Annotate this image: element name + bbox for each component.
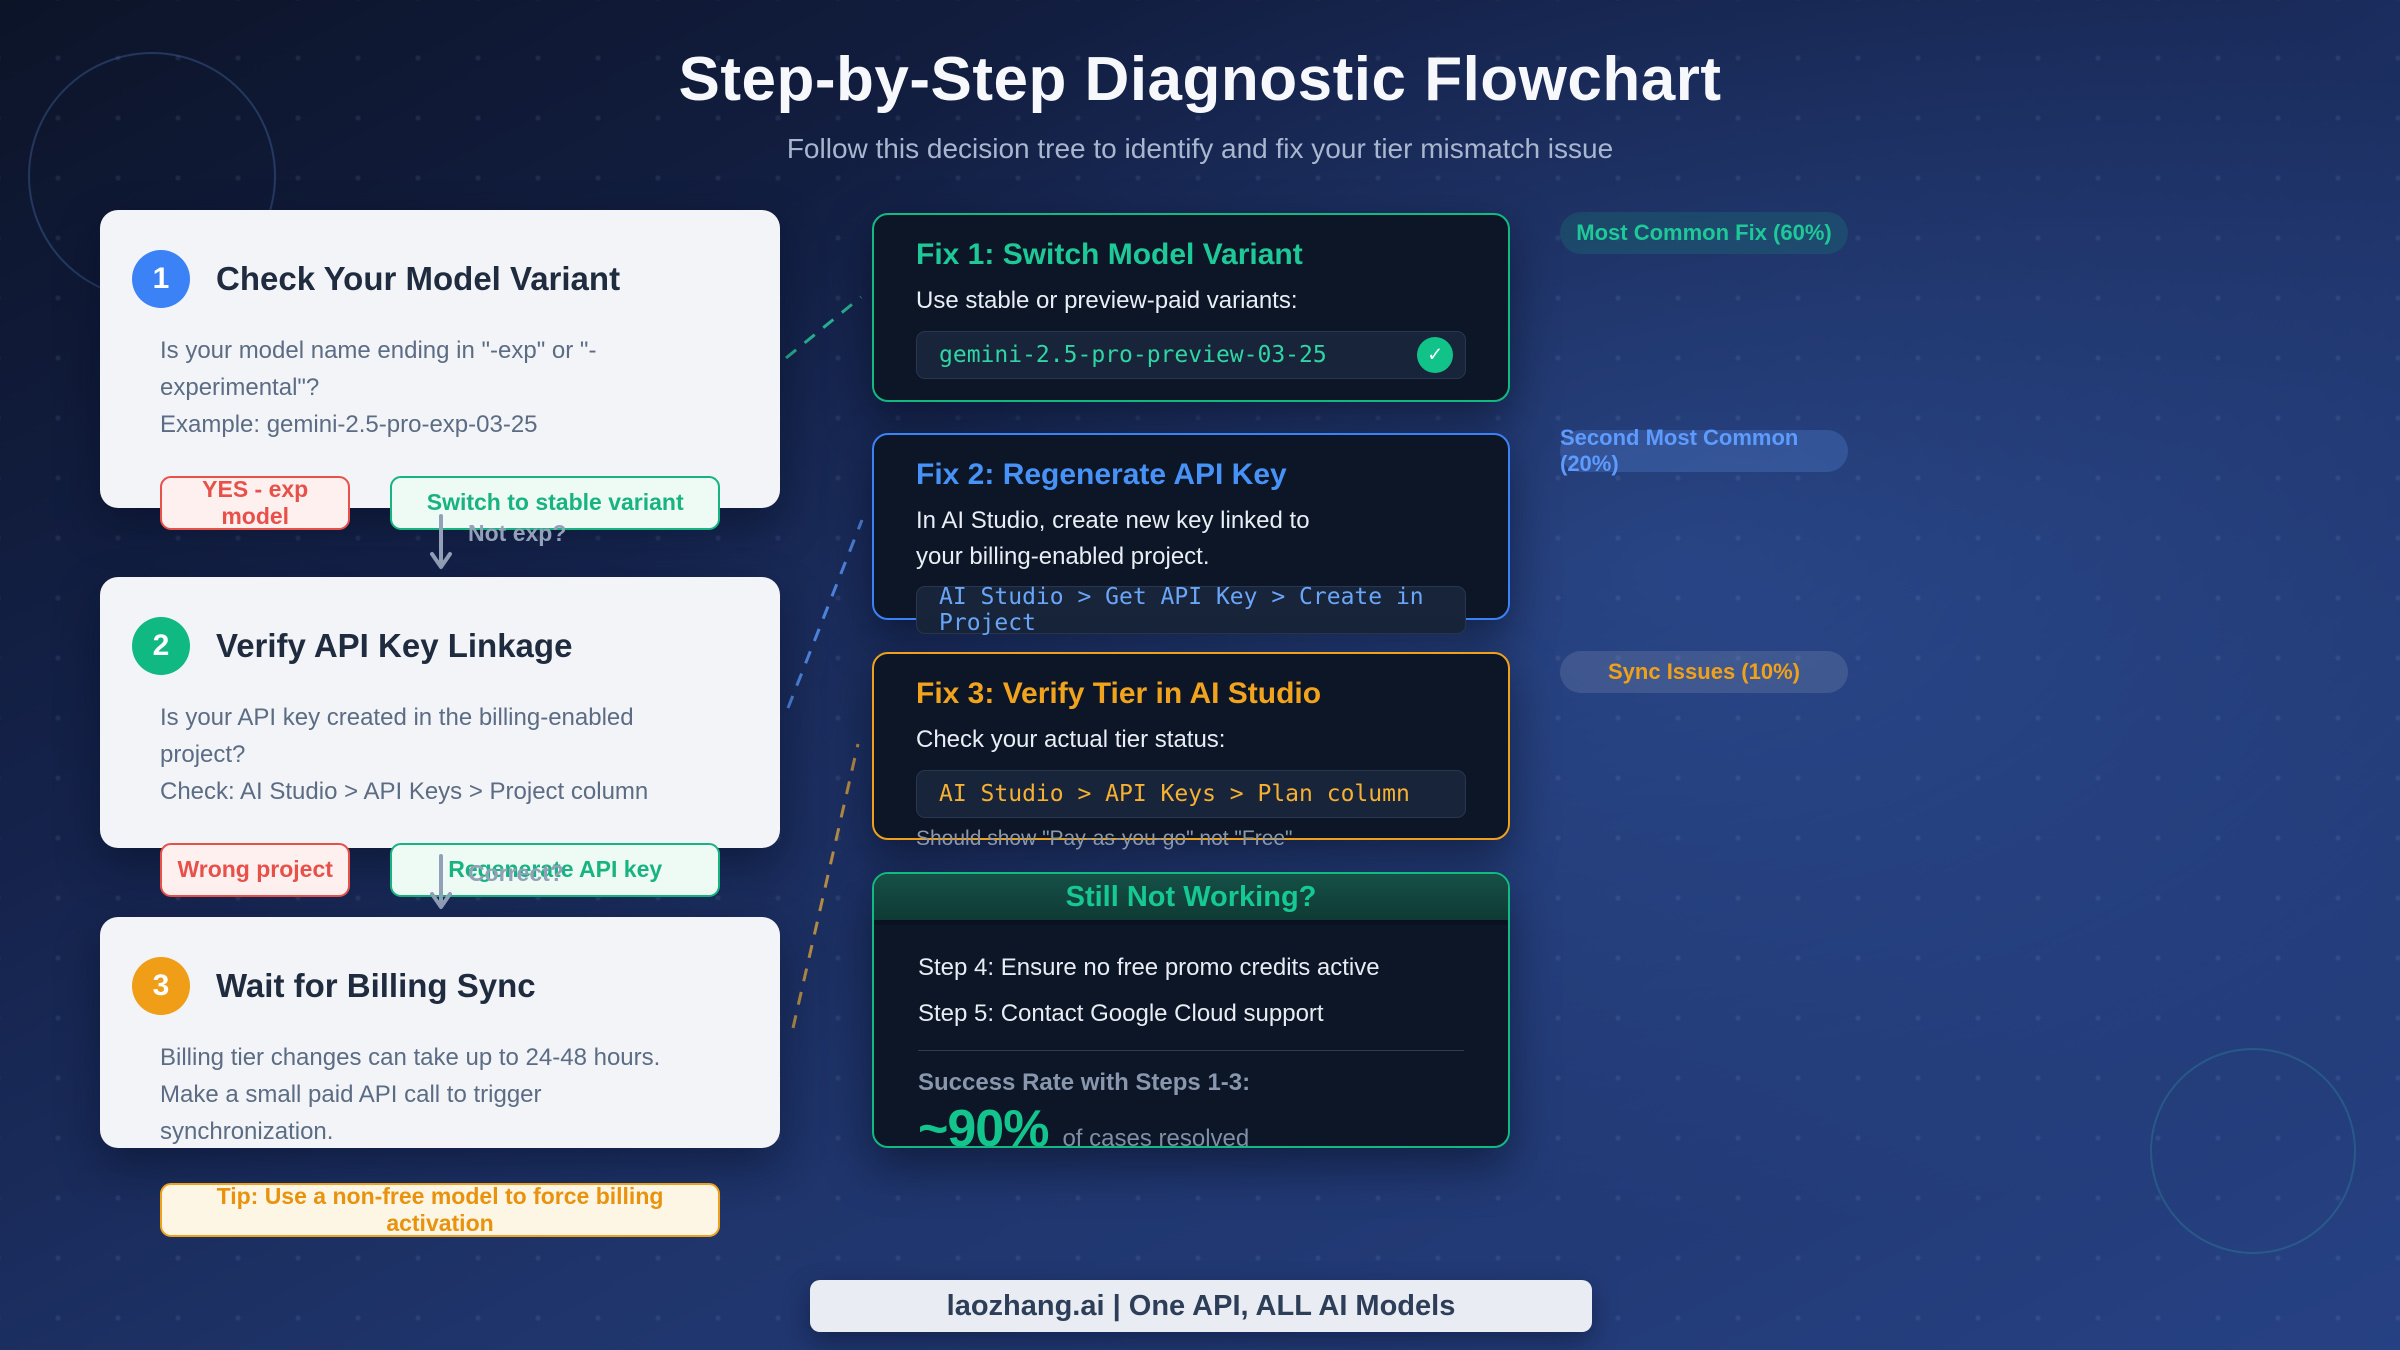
fix-code-box: gemini-2.5-pro-preview-03-25 ✓ xyxy=(916,330,1466,379)
fix-description: In AI Studio, create new key linked to xyxy=(916,507,1310,534)
step-number-badge: 2 xyxy=(132,617,190,675)
step-card-wait-billing-sync: 3 Wait for Billing Sync Billing tier cha… xyxy=(100,917,780,1237)
step-question: Is your API key created in the billing-e… xyxy=(160,704,634,769)
badge-second-most-common: Second Most Common (20%) xyxy=(1560,425,1848,476)
fix-description: your billing-enabled project. xyxy=(916,542,1210,570)
step-card-check-model-variant: 1 Check Your Model Variant Is your model… xyxy=(100,210,780,530)
fix-title: Fix 1: Switch Model Variant xyxy=(916,238,1303,271)
arrow-down-icon xyxy=(430,854,452,909)
yes-exp-model-button[interactable]: YES - exp model xyxy=(160,475,351,530)
still-not-working-card: Still Not Working? Step 4: Ensure no fre… xyxy=(872,872,1510,1148)
step-title: Check Your Model Variant xyxy=(216,260,621,297)
switch-stable-variant-button[interactable]: Switch to stable variant xyxy=(390,475,720,530)
step-title: Verify API Key Linkage xyxy=(216,627,573,664)
circle-decoration-bottom-right xyxy=(2150,1048,2356,1254)
badge-most-common-fix: Most Common Fix (60%) xyxy=(1560,212,1848,254)
code-text: gemini-2.5-pro-preview-03-25 xyxy=(939,341,1327,368)
divider xyxy=(918,1049,1464,1051)
step-example: Example: gemini-2.5-pro-exp-03-25 xyxy=(160,411,538,439)
final-step-4: Step 4: Ensure no free promo credits act… xyxy=(918,954,1380,981)
fix-card-switch-model-variant: Fix 1: Switch Model Variant Use stable o… xyxy=(872,213,1510,402)
fix-card-regenerate-api-key: Fix 2: Regenerate API Key In AI Studio, … xyxy=(872,433,1510,636)
fix-code-box: AI Studio > API Keys > Plan column xyxy=(916,769,1466,818)
success-rate-value: ~90% xyxy=(918,1099,1049,1148)
code-text: AI Studio > Get API Key > Create in Proj… xyxy=(939,584,1424,637)
footer-banner: laozhang.ai | One API, ALL AI Models xyxy=(810,1280,1592,1332)
fix-title: Fix 3: Verify Tier in AI Studio xyxy=(916,677,1322,710)
step-title: Wait for Billing Sync xyxy=(216,967,536,1004)
step-card-verify-api-key: 2 Verify API Key Linkage Is your API key… xyxy=(100,577,780,897)
fix-description: Use stable or preview-paid variants: xyxy=(916,287,1298,314)
step-number-badge: 3 xyxy=(132,957,190,1015)
fix-card-verify-tier: Fix 3: Verify Tier in AI Studio Check yo… xyxy=(872,652,1510,850)
step-info: Make a small paid API call to trigger sy… xyxy=(160,1081,542,1146)
fix-code-box: AI Studio > Get API Key > Create in Proj… xyxy=(916,584,1466,637)
step-question: Is your model name ending in "-exp" or "… xyxy=(160,337,597,402)
flow-arrow-label: Not exp? xyxy=(468,520,567,546)
final-step-5: Step 5: Contact Google Cloud support xyxy=(918,999,1324,1027)
page-subtitle: Follow this decision tree to identify an… xyxy=(786,133,1614,164)
flow-arrow-label: Correct? xyxy=(468,860,564,886)
final-card-header: Still Not Working? xyxy=(874,874,1508,925)
step-check-path: Check: AI Studio > API Keys > Project co… xyxy=(160,778,649,806)
regenerate-api-key-button[interactable]: Regenerate API key xyxy=(390,842,720,897)
arrow-down-icon xyxy=(430,514,452,569)
page-title: Step-by-Step Diagnostic Flowchart xyxy=(678,45,1722,114)
step-info: Billing tier changes can take up to 24-4… xyxy=(160,1044,661,1071)
billing-tip-button[interactable]: Tip: Use a non-free model to force billi… xyxy=(160,1182,720,1237)
step-number-badge: 1 xyxy=(132,250,190,308)
code-text: AI Studio > API Keys > Plan column xyxy=(939,780,1410,807)
final-title: Still Not Working? xyxy=(1065,880,1317,913)
check-icon: ✓ xyxy=(1417,336,1453,373)
fix-title: Fix 2: Regenerate API Key xyxy=(916,458,1287,491)
fix-description: Check your actual tier status: xyxy=(916,726,1226,753)
success-rate-suffix: of cases resolved xyxy=(1062,1124,1250,1148)
flow-connector-not-exp: Not exp? xyxy=(428,512,566,574)
fix-note: Should show "Pay-as-you-go" not "Free" xyxy=(916,826,1293,850)
flow-connector-correct: Correct? xyxy=(428,852,564,914)
badge-sync-issues: Sync Issues (10%) xyxy=(1560,651,1848,693)
wrong-project-button[interactable]: Wrong project xyxy=(160,842,351,897)
success-rate-label: Success Rate with Steps 1-3: xyxy=(918,1068,1251,1096)
